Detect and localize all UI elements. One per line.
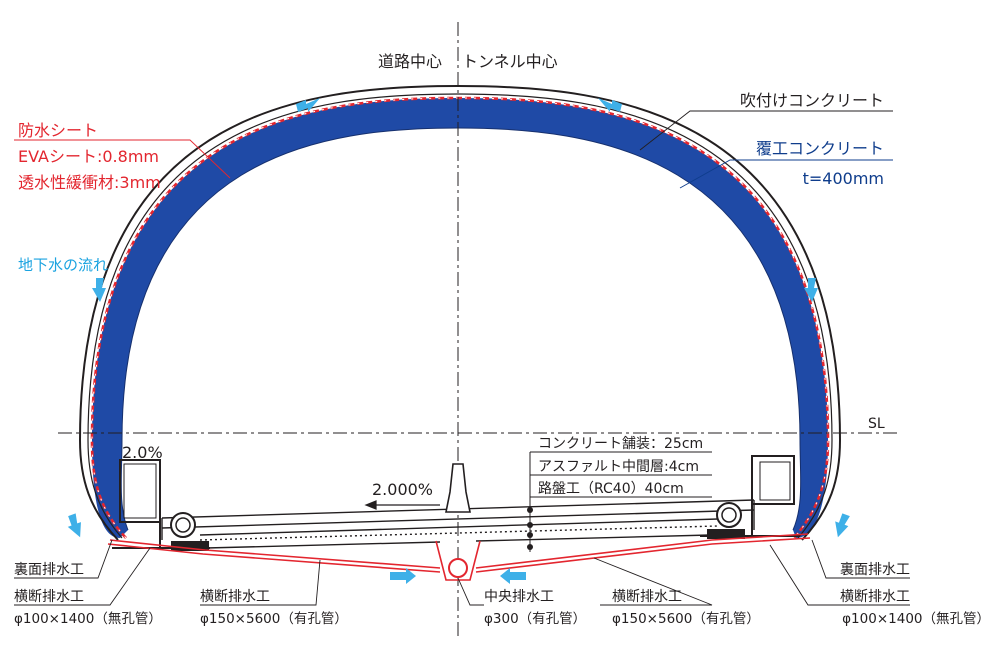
groundwater-arrows xyxy=(67,98,850,584)
leader-lines xyxy=(14,110,910,606)
cross-drain-mid-right-title: 横断排水工 xyxy=(612,589,682,605)
left-side-pipe xyxy=(170,512,196,538)
cross-drain-right-title: 横断排水工 xyxy=(840,589,910,605)
cross-drain-mid-left-title: 横断排水工 xyxy=(200,589,270,605)
pavement-indicator-dots xyxy=(527,452,533,552)
back-drain-left-label: 裏面排水工 xyxy=(14,561,84,578)
lining-thickness-label: t=400mm xyxy=(803,169,884,188)
cross-drain-left-title: 横断排水工 xyxy=(14,589,84,605)
shotcrete-inner-line xyxy=(87,93,833,539)
cross-drains xyxy=(107,533,811,581)
median-barrier xyxy=(445,463,471,513)
left-slope-label: 2.0% xyxy=(122,443,163,462)
center-drain-pipe xyxy=(448,558,468,578)
right-side-pipe xyxy=(716,502,742,528)
waterproof-title-label: 防水シート xyxy=(18,121,98,140)
sl-label: SL xyxy=(868,416,885,432)
pavement-layer-3: 路盤工（RC40）40cm xyxy=(538,481,684,497)
cross-drain-left-spec: φ100×1400（無孔管） xyxy=(14,611,162,627)
tunnel-center-label: トンネル中心 xyxy=(462,52,558,71)
pavement-layer-2: アスファルト中間層:4cm xyxy=(538,459,699,475)
cross-drain-mid-left-spec: φ150×5600（有孔管） xyxy=(200,611,348,627)
road-center-label: 道路中心 xyxy=(378,52,442,71)
groundwater-label: 地下水の流れ xyxy=(18,256,108,274)
left-side-ditch xyxy=(112,459,210,551)
lining-title-label: 覆工コンクリート xyxy=(756,139,884,158)
cross-drain-mid-right-spec: φ150×5600（有孔管） xyxy=(612,611,760,627)
back-drain-right-label: 裏面排水工 xyxy=(840,561,910,578)
shotcrete-label: 吹付けコンクリート xyxy=(740,91,884,110)
center-drain-title: 中央排水工 xyxy=(484,589,554,605)
road-slope-label: 2.000% xyxy=(372,480,433,499)
center-drain-spec: φ300（有孔管） xyxy=(484,611,586,627)
pavement-layer-1: コンクリート舗装：25cm xyxy=(538,436,703,452)
cross-drain-right-spec: φ100×1400（無孔管） xyxy=(842,611,990,627)
road-slope-arrow xyxy=(364,500,440,510)
waterproof-cushion-label: 透水性緩衝材:3mm xyxy=(18,173,161,192)
waterproof-eva-label: EVAシート:0.8mm xyxy=(18,147,159,166)
